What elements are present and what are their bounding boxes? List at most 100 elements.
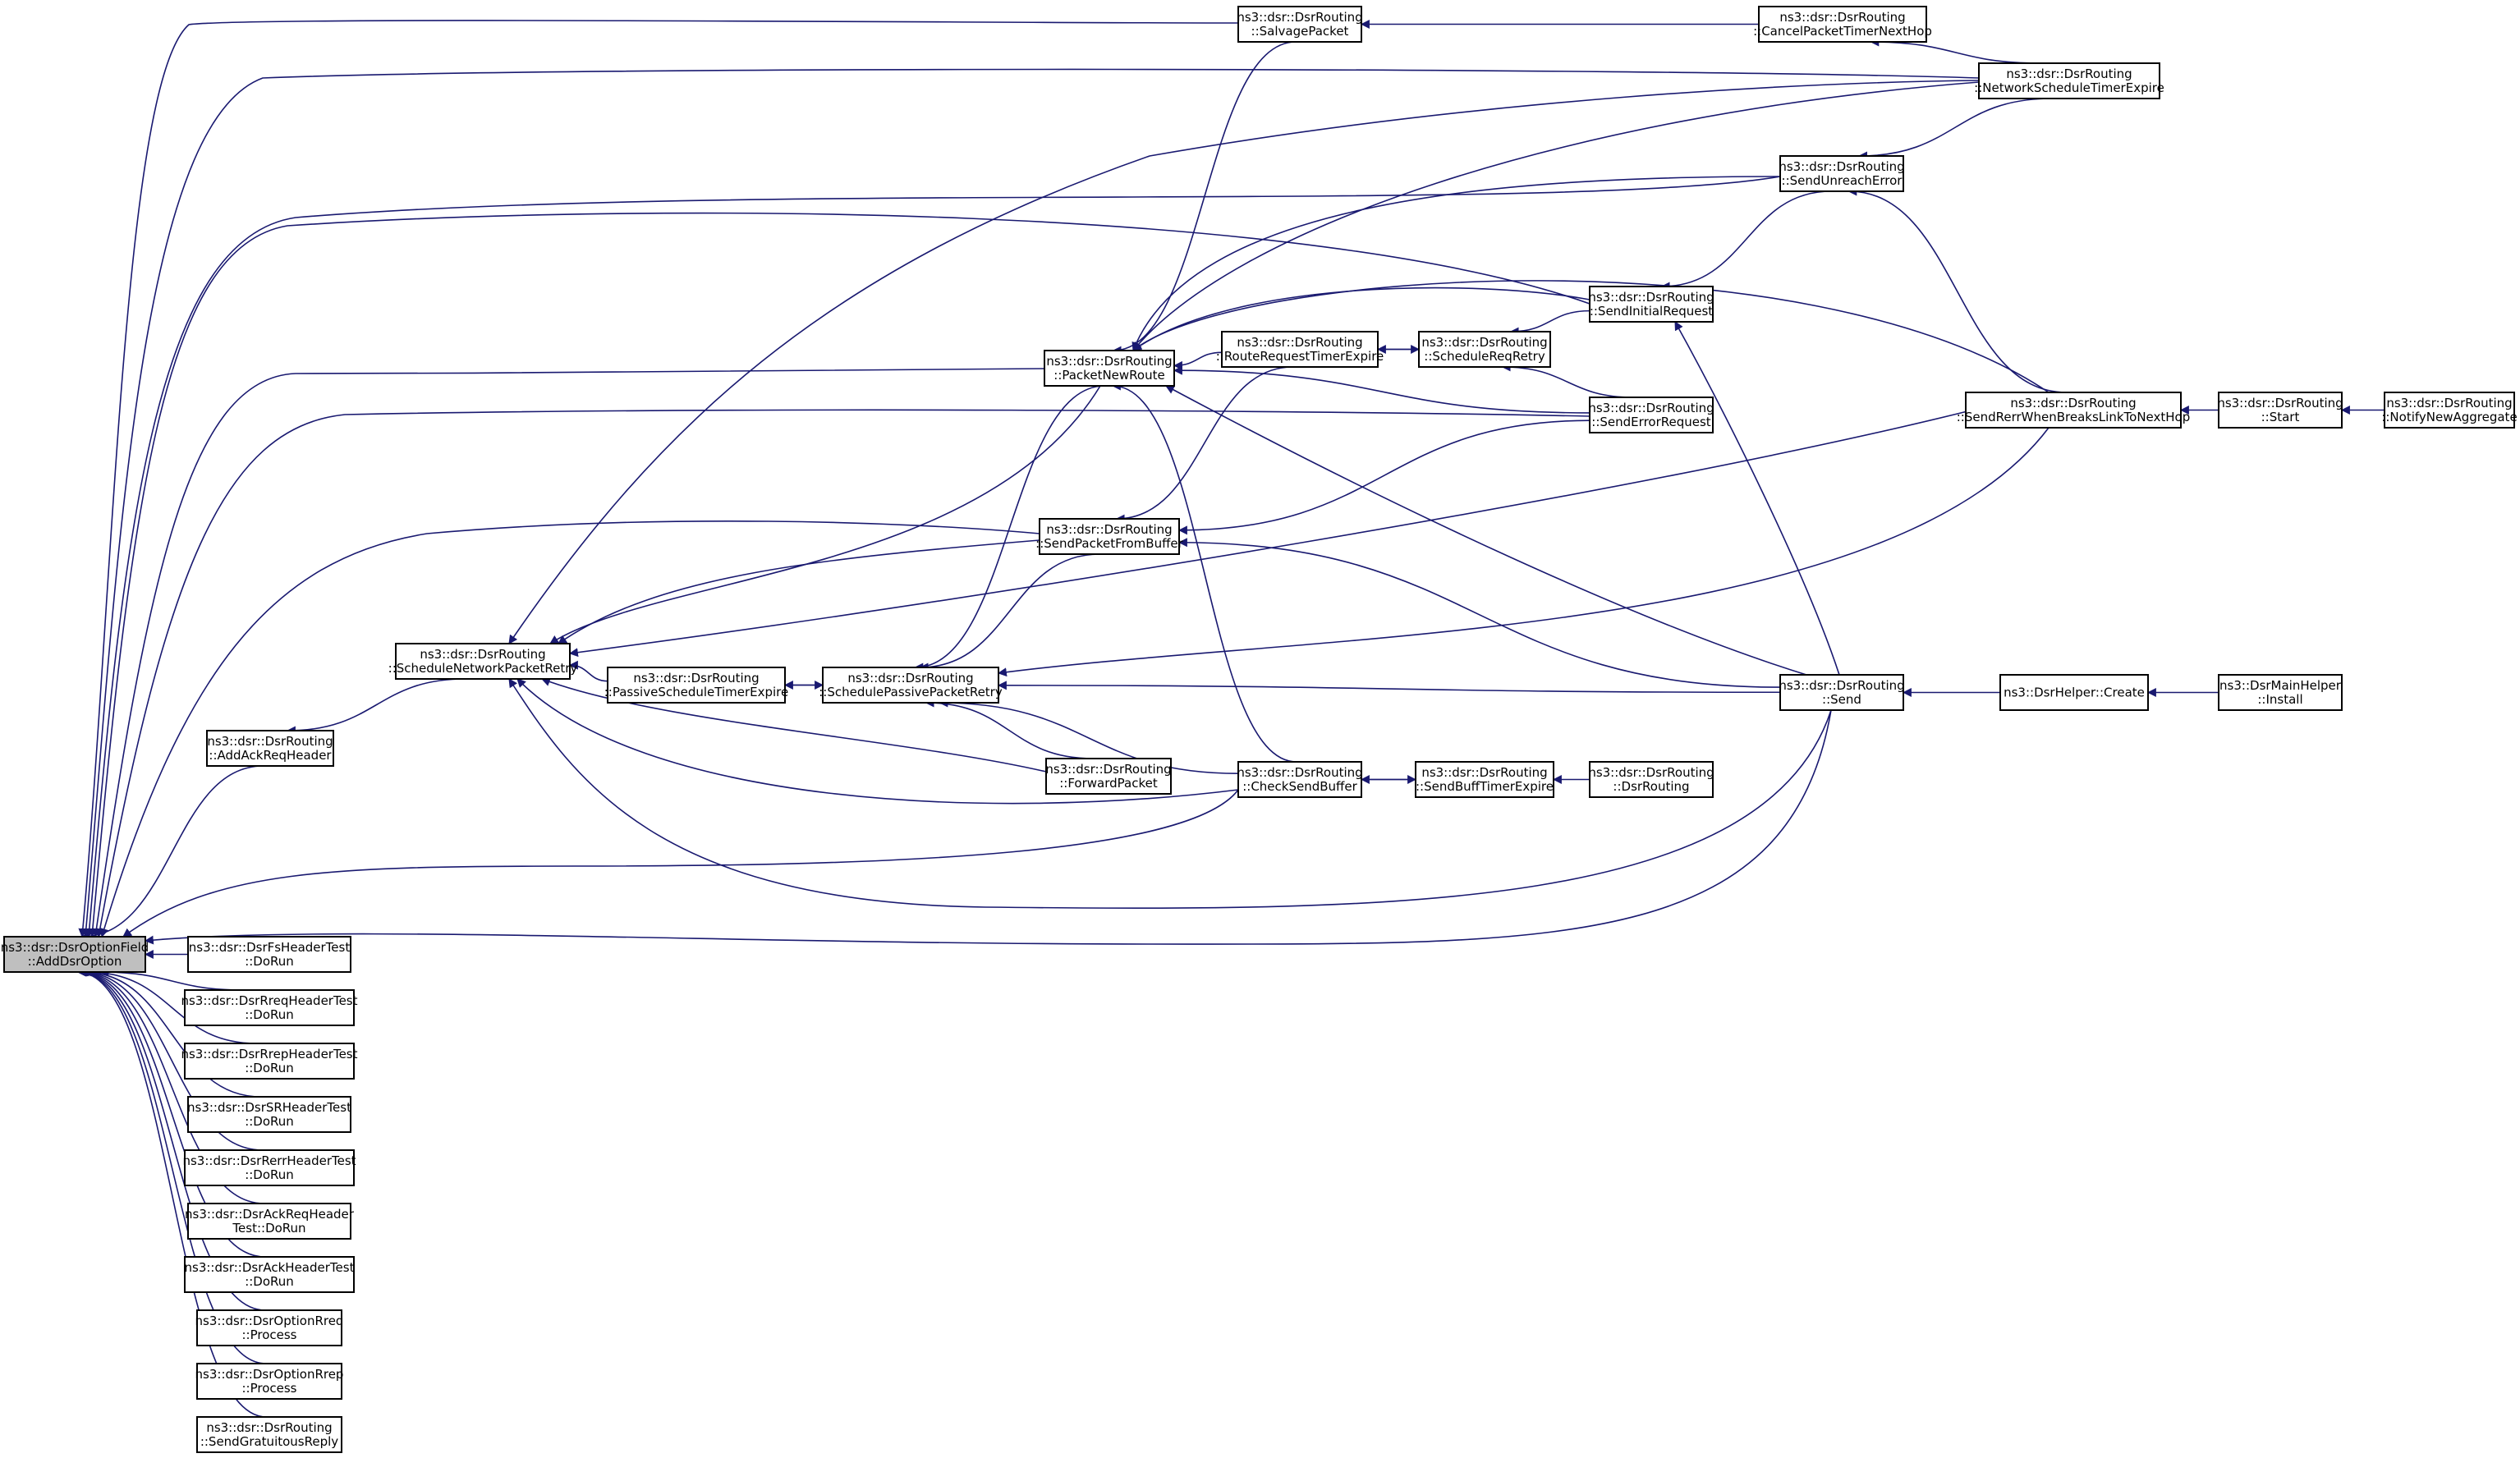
edge-packet-new-route-to-check-send-buffer — [1111, 381, 1297, 763]
node-add-ack-req-header[interactable]: ns3::dsr::DsrRouting::AddAckReqHeader — [206, 730, 334, 767]
node-box — [1039, 518, 1180, 555]
edge-schedule-passive-packet-retry-to-forward-packet — [925, 698, 1094, 759]
node-label: ::NetworkScheduleTimerExpire — [1974, 80, 2164, 95]
node-send[interactable]: ns3::dsr::DsrRouting::Send — [1779, 674, 1905, 711]
node-option-rreq-process[interactable]: ns3::dsr::DsrOptionRreq::Process — [195, 1309, 344, 1346]
node-cancel-packet-timer-next-hop[interactable]: ns3::dsr::DsrRouting::CancelPacketTimerN… — [1753, 6, 1932, 43]
node-salvage-packet[interactable]: ns3::dsr::DsrRouting::SalvagePacket — [1237, 6, 1363, 43]
node-label: ::SendPacketFromBuffer — [1035, 536, 1183, 551]
edge-root-to-sr-header-test — [82, 967, 261, 1098]
node-rerr-header-test[interactable]: ns3::dsr::DsrRerrHeaderTest::DoRun — [182, 1149, 356, 1186]
node-rrep-header-test[interactable]: ns3::dsr::DsrRrepHeaderTest::DoRun — [181, 1043, 358, 1080]
node-label: ns3::DsrHelper::Create — [2004, 685, 2145, 700]
edge-root-to-send-packet-from-buffer — [99, 520, 1040, 938]
edge-schedule-req-retry-to-send-initial-request — [1509, 309, 1590, 337]
node-label: ns3::dsr::DsrOptionRrep — [195, 1367, 344, 1382]
edge-add-ack-req-header-to-schedule-network-packet-retry — [286, 678, 466, 736]
node-box — [3, 936, 146, 973]
node-box — [1044, 350, 1175, 387]
node-sr-header-test[interactable]: ns3::dsr::DsrSRHeaderTest::DoRun — [187, 1096, 351, 1133]
node-start[interactable]: ns3::dsr::DsrRouting::Start — [2217, 392, 2343, 429]
node-send-initial-request[interactable]: ns3::dsr::DsrRouting::SendInitialRequest — [1588, 286, 1714, 323]
node-label: ns3::dsr::DsrFsHeaderTest — [189, 940, 351, 955]
edge-packet-new-route-to-send-error-request — [1173, 365, 1590, 414]
edge-packet-new-route-to-route-request-timer-expire — [1173, 351, 1223, 370]
node-label: ns3::dsr::DsrRrepHeaderTest — [181, 1047, 357, 1061]
node-send-error-request[interactable]: ns3::dsr::DsrRouting::SendErrorRequest — [1588, 397, 1714, 433]
node-passive-schedule-timer-expire[interactable]: ns3::dsr::DsrRouting::PassiveScheduleTim… — [604, 667, 789, 704]
node-label: ::SendErrorRequest — [1591, 415, 1710, 429]
node-label: ::SendBuffTimerExpire — [1416, 779, 1554, 794]
node-notify-new-aggregate[interactable]: ns3::dsr::DsrRouting::NotifyNewAggregate — [2381, 392, 2518, 429]
node-dsr-main-helper-install[interactable]: ns3::DsrMainHelper::Install — [2218, 674, 2343, 711]
node-label: ::DoRun — [245, 1114, 294, 1129]
node-send-gratuitous-reply[interactable]: ns3::dsr::DsrRouting::SendGratuitousRepl… — [196, 1416, 342, 1453]
node-schedule-network-packet-retry[interactable]: ns3::dsr::DsrRouting::ScheduleNetworkPac… — [388, 643, 578, 680]
node-packet-new-route[interactable]: ns3::dsr::DsrRouting::PacketNewRoute — [1044, 350, 1175, 387]
edge-root-to-packet-new-route — [91, 368, 1045, 938]
node-label: ::DoRun — [245, 1167, 294, 1182]
edge-root-to-network-schedule-timer-expire — [81, 68, 1980, 938]
node-label: ::AddAckReqHeader — [209, 748, 332, 763]
node-schedule-req-retry[interactable]: ns3::dsr::DsrRouting::ScheduleReqRetry — [1418, 331, 1551, 368]
node-check-send-buffer[interactable]: ns3::dsr::DsrRouting::CheckSendBuffer — [1237, 761, 1363, 798]
node-box — [822, 667, 999, 704]
node-box — [184, 1256, 355, 1293]
node-label: ns3::dsr::DsrRouting — [1421, 335, 1547, 350]
node-label: ns3::dsr::DsrRouting — [1046, 522, 1172, 537]
node-box — [1589, 761, 1714, 798]
node-send-packet-from-buffer[interactable]: ns3::dsr::DsrRouting::SendPacketFromBuff… — [1035, 518, 1184, 555]
node-box — [187, 1203, 351, 1240]
node-label: ::ScheduleReqRetry — [1424, 349, 1545, 364]
node-network-schedule-timer-expire[interactable]: ns3::dsr::DsrRouting::NetworkScheduleTim… — [1974, 62, 2164, 99]
node-label: ns3::dsr::DsrRouting — [206, 1420, 332, 1435]
node-rreq-header-test[interactable]: ns3::dsr::DsrRreqHeaderTest::DoRun — [181, 989, 358, 1026]
node-dsr-helper-create[interactable]: ns3::DsrHelper::Create — [1999, 674, 2149, 711]
node-label: ::ScheduleNetworkPacketRetry — [388, 661, 578, 676]
node-box — [196, 1363, 342, 1400]
node-option-rrep-process[interactable]: ns3::dsr::DsrOptionRrep::Process — [195, 1363, 344, 1400]
node-route-request-timer-expire[interactable]: ns3::dsr::DsrRouting::RouteRequestTimerE… — [1216, 331, 1384, 368]
node-schedule-passive-packet-retry[interactable]: ns3::dsr::DsrRouting::SchedulePassivePac… — [819, 667, 1003, 704]
node-label: ns3::dsr::DsrRouting — [2386, 396, 2512, 410]
node-send-unreach-error[interactable]: ns3::dsr::DsrRouting::SendUnreachError — [1779, 155, 1905, 192]
node-label: ::AddDsrOption — [28, 954, 122, 969]
edge-packet-new-route-to-salvage-packet — [1112, 41, 1297, 355]
node-box — [184, 1149, 355, 1186]
node-label: ns3::dsr::DsrRouting — [2010, 396, 2136, 410]
node-label: ns3::dsr::DsrRouting — [2217, 396, 2343, 410]
node-label: ::DoRun — [245, 1007, 294, 1022]
node-label: ns3::dsr::DsrOptionRreq — [195, 1314, 344, 1328]
node-root[interactable]: ns3::dsr::DsrOptionField::AddDsrOption — [1, 936, 149, 973]
node-label: ::CancelPacketTimerNextHop — [1753, 24, 1932, 39]
node-label: ::SendGratuitousReply — [200, 1434, 338, 1449]
node-box — [1758, 6, 1927, 43]
node-label: ns3::dsr::DsrRouting — [633, 671, 759, 685]
node-label: ns3::dsr::DsrRouting — [1779, 678, 1904, 693]
edge-schedule-network-packet-retry-to-check-send-buffer — [516, 678, 1239, 805]
edge-root-to-send — [144, 709, 1832, 945]
node-label: ns3::dsr::DsrRouting — [2006, 66, 2132, 81]
edge-root-to-ack-header-test — [78, 967, 265, 1258]
node-dsr-routing-ctor[interactable]: ns3::dsr::DsrRouting::DsrRouting — [1588, 761, 1714, 798]
node-label: ns3::dsr::DsrSRHeaderTest — [187, 1100, 351, 1115]
node-forward-packet[interactable]: ns3::dsr::DsrRouting::ForwardPacket — [1045, 758, 1172, 795]
node-label: ns3::dsr::DsrAckHeaderTest — [185, 1260, 355, 1275]
node-label: ::DoRun — [245, 1274, 294, 1289]
node-box — [1415, 761, 1554, 798]
node-label: ::Start — [2261, 410, 2300, 424]
node-label: ::CheckSendBuffer — [1242, 779, 1357, 794]
node-label: ::SalvagePacket — [1251, 24, 1349, 39]
node-send-rerr-when-breaks-link-to-next-hop[interactable]: ns3::dsr::DsrRouting::SendRerrWhenBreaks… — [1957, 392, 2191, 429]
edge-root-to-salvage-packet — [78, 20, 1239, 938]
edge-schedule-network-packet-retry-to-send-rerr-when-breaks-link-to-next-hop — [568, 410, 1971, 658]
edge-layer — [76, 20, 2385, 1418]
node-label: ns3::dsr::DsrRouting — [1421, 765, 1547, 780]
node-ack-header-test[interactable]: ns3::dsr::DsrAckHeaderTest::DoRun — [184, 1256, 355, 1293]
node-label: ::ForwardPacket — [1059, 776, 1158, 791]
node-fs-header-test[interactable]: ns3::dsr::DsrFsHeaderTest::DoRun — [187, 936, 351, 973]
edge-schedule-network-packet-retry-to-passive-schedule-timer-expire — [568, 660, 608, 682]
edge-send-unreach-error-to-send-rerr-when-breaks-link-to-next-hop — [1848, 186, 2067, 393]
node-send-buff-timer-expire[interactable]: ns3::dsr::DsrRouting::SendBuffTimerExpir… — [1415, 761, 1554, 798]
